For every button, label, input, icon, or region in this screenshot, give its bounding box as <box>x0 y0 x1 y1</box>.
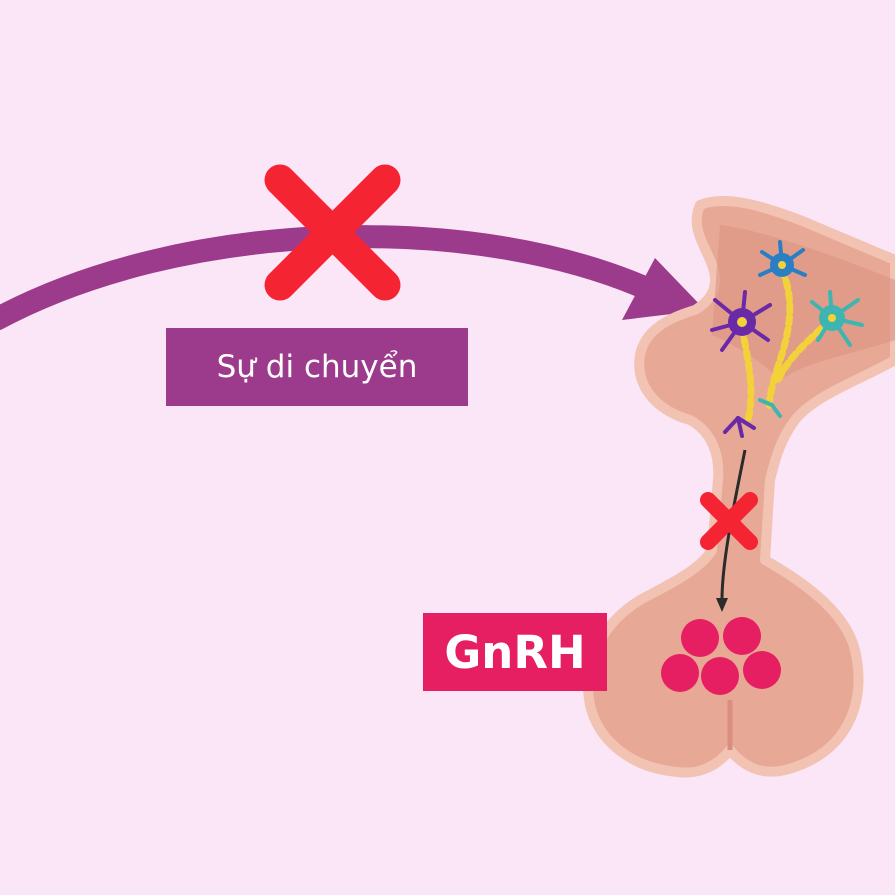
neuron-teal-icon <box>758 290 864 418</box>
secretion-arrow-head <box>716 598 728 612</box>
gnrh-granule-icon <box>661 654 699 692</box>
gnrh-granule-icon <box>681 619 719 657</box>
neuron-purple-icon <box>710 290 772 438</box>
gnrh-label: GnRH <box>423 613 607 691</box>
gnrh-granule-icon <box>743 651 781 689</box>
gnrh-granules <box>661 617 781 695</box>
movement-arrow-head <box>622 258 705 320</box>
x-mark-icon <box>264 164 401 301</box>
gnrh-granule-icon <box>723 617 761 655</box>
gnrh-granule-icon <box>701 657 739 695</box>
movement-label: Sự di chuyển <box>166 328 468 406</box>
neuron-blue-icon <box>758 240 807 277</box>
x-mark-icon <box>700 492 758 550</box>
